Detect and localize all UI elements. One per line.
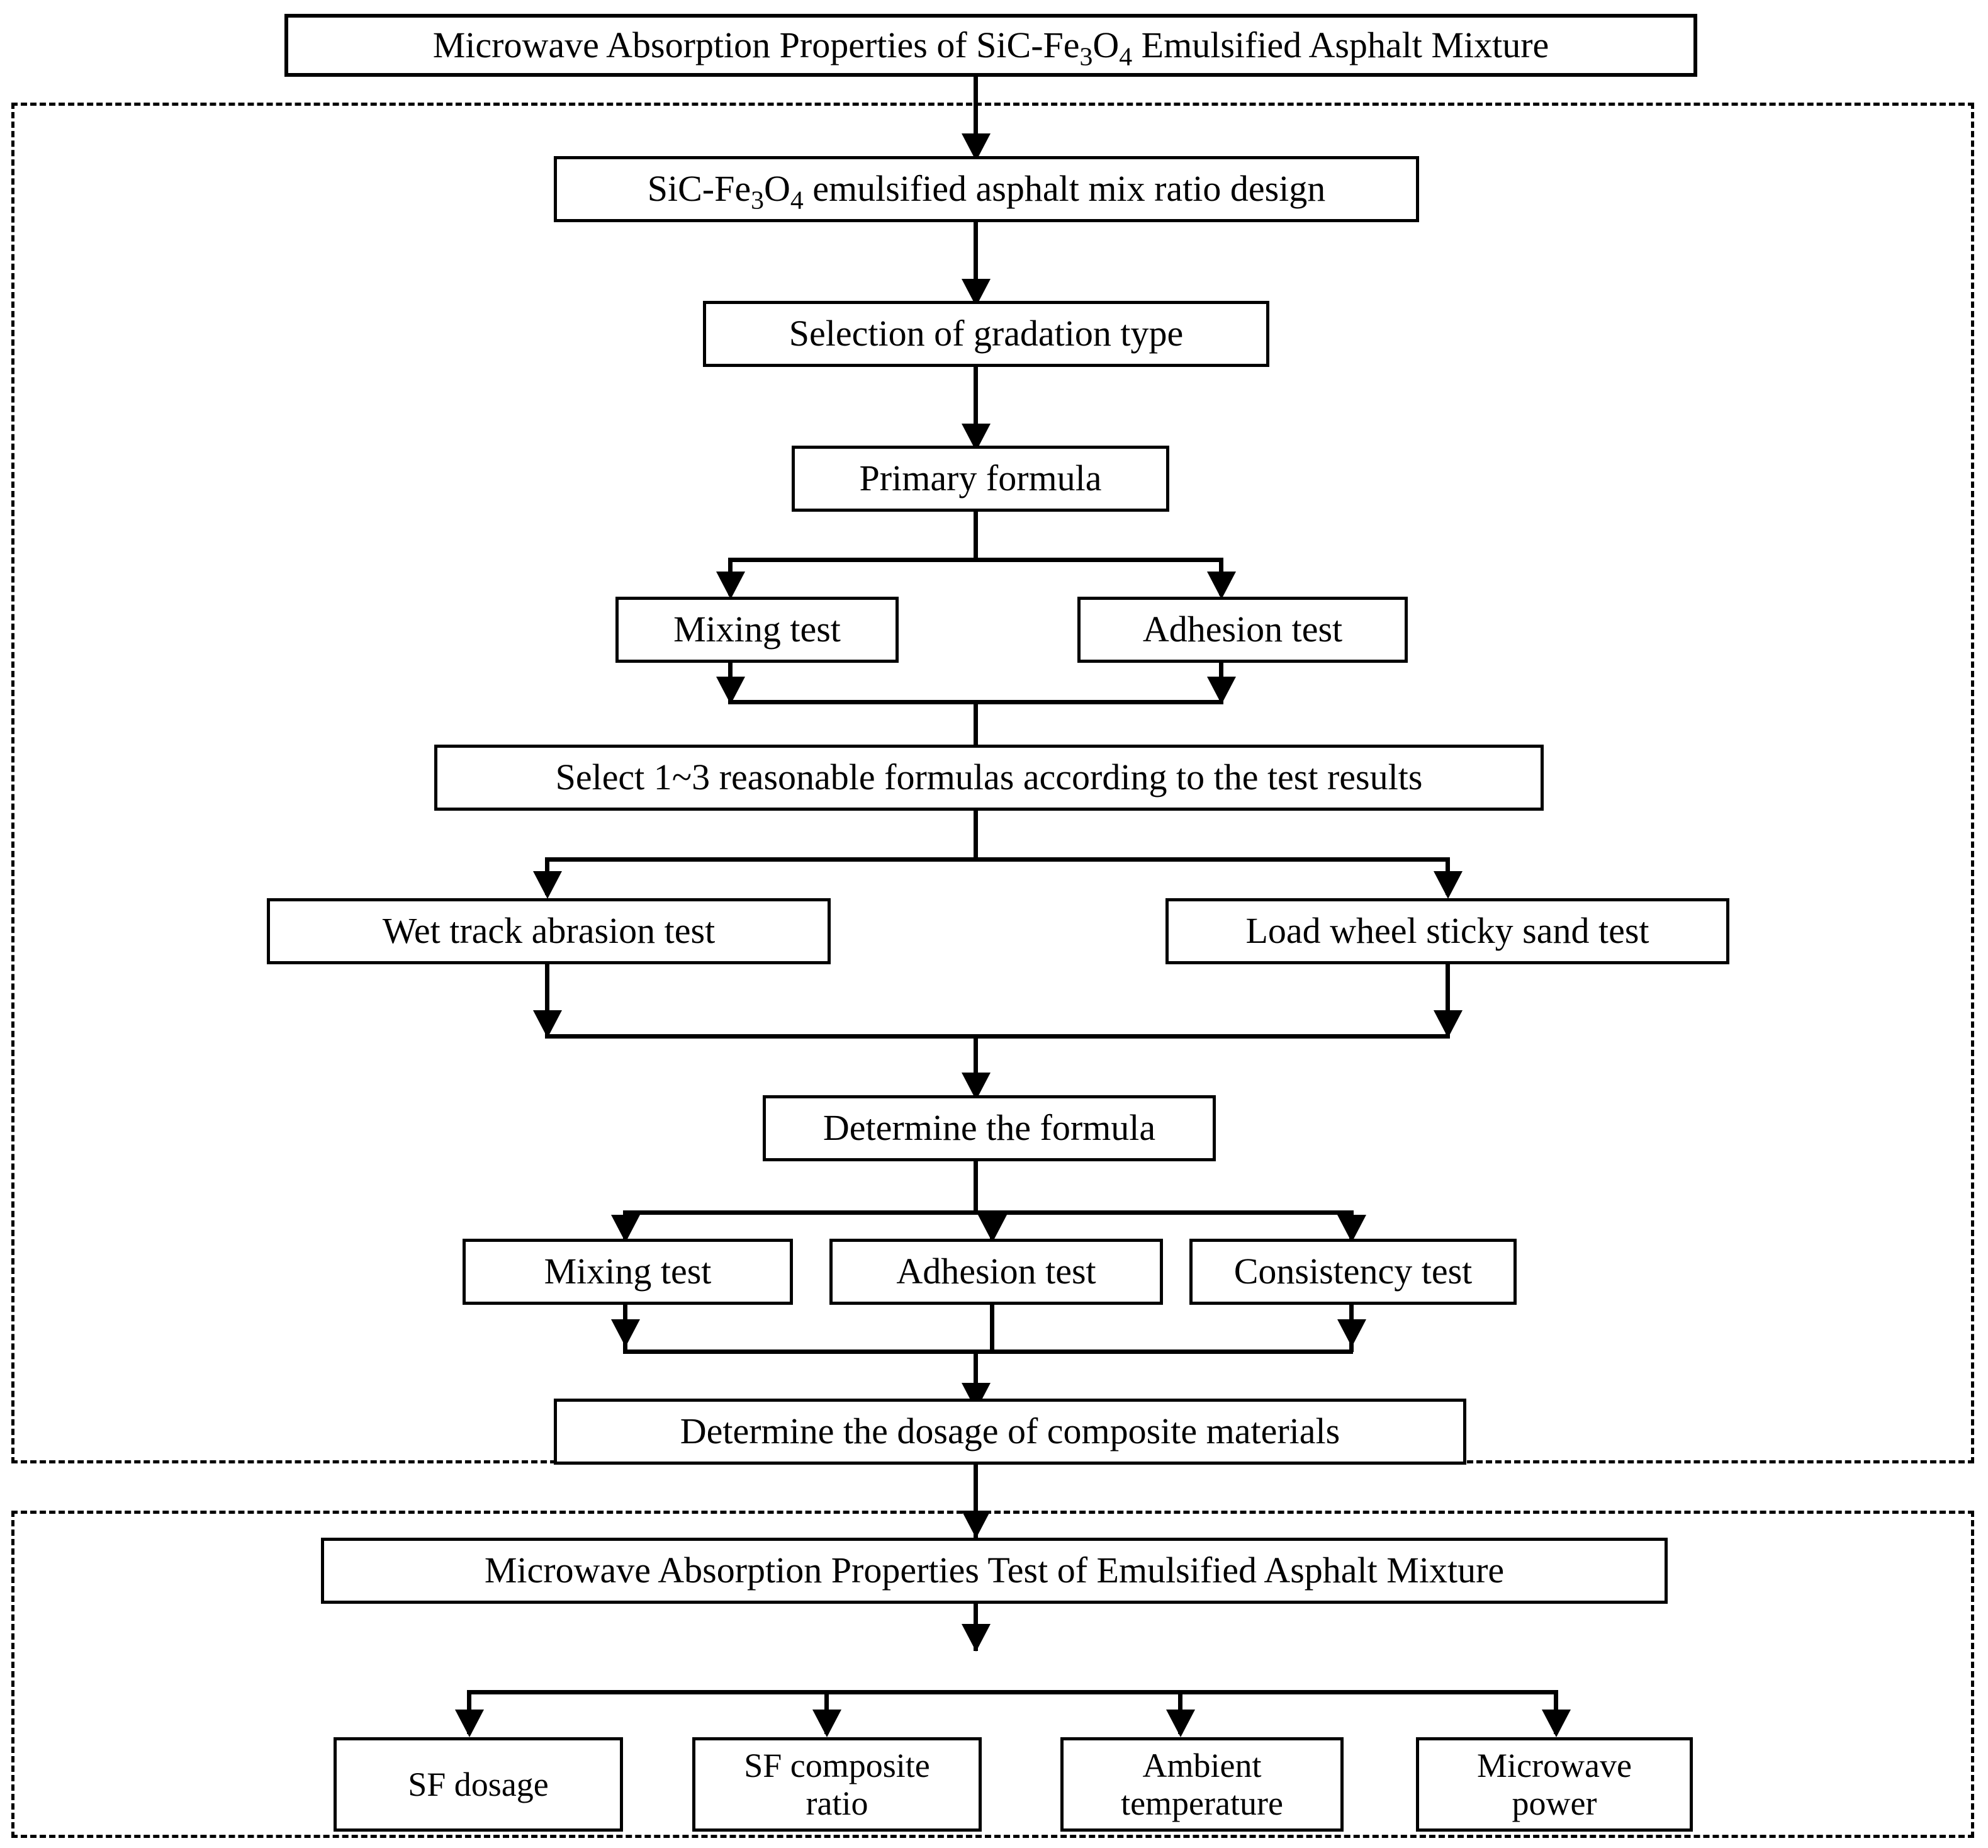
node-ambient-temperature: Ambient temperature (1060, 1737, 1344, 1832)
node-title: Microwave Absorption Properties of SiC-F… (284, 14, 1697, 77)
connector-merge2-to-determine (974, 1034, 978, 1100)
node-consistency-test: Consistency test (1189, 1239, 1517, 1305)
node-wet-track-abrasion-test: Wet track abrasion test (267, 898, 831, 964)
node-mix-ratio-design-text: SiC-Fe3O4 emulsified asphalt mix ratio d… (647, 168, 1326, 215)
subscript-4: 4 (1119, 42, 1133, 72)
connector-gradation-to-primary (974, 367, 978, 448)
subscript-4: 4 (790, 186, 804, 215)
node-determine-formula: Determine the formula (763, 1095, 1216, 1161)
arrow-mixing1-merge (716, 677, 745, 704)
section-microwave-absorption-test (11, 1511, 1974, 1838)
node-ambient-temperature-text: Ambient temperature (1121, 1746, 1283, 1822)
arrow-to-adhesion-test-2 (978, 1215, 1007, 1242)
arrow-to-load-wheel (1434, 871, 1463, 899)
connector-adhesion2-down (990, 1305, 994, 1352)
connector-mixratio-to-gradation (974, 222, 978, 303)
connector-merge1-to-select (974, 700, 978, 769)
arrow-to-consistency-test (1337, 1215, 1366, 1242)
arrow-to-mixing-test-1 (716, 572, 745, 599)
arrow-mixing2-merge (611, 1319, 640, 1347)
node-adhesion-test-1: Adhesion test (1077, 597, 1408, 663)
arrow-to-sf-composite-ratio (812, 1710, 841, 1737)
node-microwave-absorption-test-title: Microwave Absorption Properties Test of … (321, 1538, 1668, 1604)
connector-wettrack-down (545, 964, 549, 1037)
arrow-to-ambient-temperature (1166, 1710, 1195, 1737)
connector-merge3-to-dosage (974, 1349, 978, 1416)
arrow-consistency-merge (1337, 1319, 1366, 1347)
connector-title-to-mixratio (974, 77, 978, 159)
arrow-to-microwave-power (1542, 1710, 1571, 1737)
connector-dosage-to-testtitle (974, 1465, 978, 1540)
split-bar-test-factors (467, 1690, 1556, 1694)
subscript-3: 3 (1079, 42, 1093, 72)
node-determine-dosage: Determine the dosage of composite materi… (554, 1399, 1466, 1465)
arrow-testtitle-down (962, 1624, 991, 1652)
node-adhesion-test-2: Adhesion test (829, 1239, 1163, 1305)
arrow-to-adhesion-test-1 (1207, 572, 1236, 599)
node-sf-composite-ratio: SF composite ratio (692, 1737, 982, 1832)
connector-select-down (974, 811, 978, 861)
merge-bar-tests-3 (623, 1349, 1353, 1354)
connector-determine-down (974, 1161, 978, 1215)
arrow-loadwheel-merge (1434, 1010, 1463, 1038)
node-mixing-test-2: Mixing test (463, 1239, 793, 1305)
arrow-to-wet-track (533, 871, 562, 899)
subscript-3: 3 (751, 186, 764, 215)
node-load-wheel-sticky-sand-test: Load wheel sticky sand test (1165, 898, 1729, 964)
split-bar-select (545, 857, 1450, 862)
node-title-text: Microwave Absorption Properties of SiC-F… (432, 24, 1549, 72)
merge-bar-tests-2 (545, 1034, 1450, 1039)
arrow-adhesion1-merge (1207, 677, 1236, 704)
arrow-to-mixing-test-2 (611, 1215, 640, 1242)
node-microwave-power-text: Microwave power (1477, 1746, 1632, 1822)
arrow-wettrack-merge (533, 1010, 562, 1038)
node-microwave-power: Microwave power (1416, 1737, 1693, 1832)
split-bar-primary (728, 558, 1223, 562)
node-sf-composite-ratio-text: SF composite ratio (744, 1746, 930, 1822)
node-gradation-type: Selection of gradation type (703, 301, 1269, 367)
split-bar-determine (623, 1210, 1353, 1215)
connector-loadwheel-down (1446, 964, 1450, 1037)
arrow-to-sf-dosage (455, 1710, 484, 1737)
node-mixing-test-1: Mixing test (615, 597, 899, 663)
node-mix-ratio-design: SiC-Fe3O4 emulsified asphalt mix ratio d… (554, 156, 1419, 222)
arrow-dosage-to-testtitle (962, 1511, 991, 1538)
node-primary-formula: Primary formula (792, 446, 1169, 512)
node-sf-dosage: SF dosage (334, 1737, 623, 1832)
node-select-formulas: Select 1~3 reasonable formulas according… (434, 745, 1544, 811)
connector-primary-down (974, 512, 978, 562)
